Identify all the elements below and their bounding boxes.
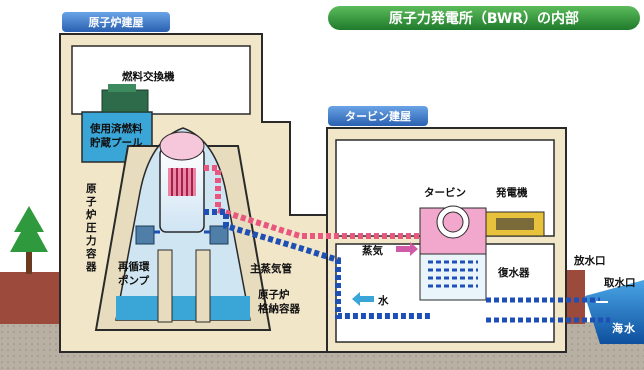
turbine-building-tag (328, 106, 428, 126)
main-steam-pipe-label: 主蒸気管 (250, 262, 292, 275)
reactor-building-label: 原子炉建屋 (89, 15, 144, 29)
containment-label-2: 格納容器 (258, 302, 300, 315)
pv-char: 容 (85, 247, 97, 260)
condenser-label: 復水器 (497, 266, 530, 279)
feedwater-pipe (204, 209, 430, 319)
generator-label: 発電機 (495, 186, 528, 199)
spent-fuel-pool-label-1: 使用済燃料 (89, 122, 143, 135)
pressure-vessel (159, 131, 205, 233)
pedestal-right (195, 249, 211, 323)
turbine-icon (419, 205, 487, 255)
main-steam-pipe (204, 165, 420, 239)
turbine-building-label: タービン建屋 (345, 109, 411, 123)
pv-char: 炉 (86, 208, 97, 221)
turbine-label: タービン (424, 186, 466, 199)
generator-icon (485, 211, 545, 237)
pressure-vessel-label: 原 子 炉 圧 力 容 器 (85, 183, 97, 273)
steam-arrow-icon (396, 242, 418, 256)
containment-label-1: 原子炉 (258, 288, 290, 301)
diagram-title: 原子力発電所（BWR）の内部 (389, 10, 579, 27)
pv-char: 圧 (86, 222, 97, 234)
soil-left (0, 272, 60, 324)
refueling-machine-icon (101, 84, 149, 113)
seawater-label-2: 水 (624, 321, 636, 335)
water-arrow-icon (352, 292, 374, 306)
seawater-label-1: 海 (612, 321, 623, 335)
spent-fuel-pool-label-2: 貯蔵プール (90, 136, 143, 149)
recirc-pump-label-2: ポンプ (118, 274, 150, 287)
soil-right (565, 270, 585, 324)
pv-char: 力 (86, 234, 97, 247)
pv-char: 子 (86, 196, 97, 208)
pedestal-left (157, 249, 173, 323)
steam-label: 蒸気 (362, 244, 383, 257)
intake-label: 取水口 (604, 276, 636, 289)
pv-char: 原 (86, 183, 97, 195)
recirculation-pump-icon (135, 225, 229, 245)
title-banner (328, 6, 640, 30)
refueling-machine-label: 燃料交換機 (122, 70, 175, 83)
water-label: 水 (377, 294, 389, 307)
condenser-icon (419, 253, 487, 301)
discharge-label: 放水口 (573, 254, 606, 267)
reactor-building-tag (62, 12, 170, 32)
pv-char: 器 (85, 261, 97, 273)
recirc-pump-label-1: 再循環 (118, 260, 150, 273)
suppression-pool (116, 296, 250, 320)
tree-icon (10, 206, 48, 274)
seawater-area (585, 280, 644, 344)
